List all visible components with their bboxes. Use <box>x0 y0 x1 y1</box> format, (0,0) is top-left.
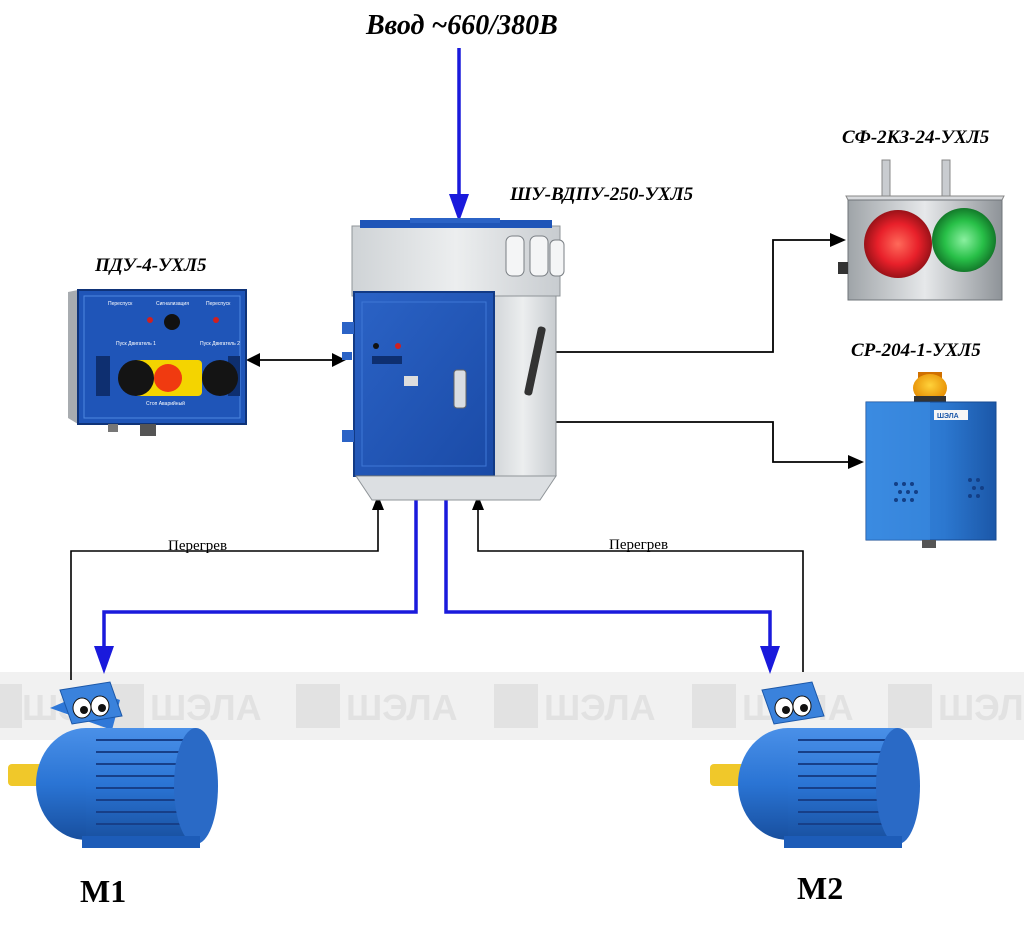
main-cabinet <box>342 218 565 501</box>
watermark-text: ШЭЛА <box>150 687 262 728</box>
siren-brand: ШЭЛА <box>937 413 959 420</box>
arrow-down-icon <box>449 194 469 222</box>
pdu-label: Переспуск <box>108 301 133 307</box>
arrow-right-icon <box>830 233 846 247</box>
start-knob-2 <box>202 360 238 396</box>
arrow-down-icon <box>760 646 780 674</box>
motor-2 <box>710 681 920 848</box>
control-panel-device: Переспуск Сигнализация Переспуск Пуск Дв… <box>68 289 247 436</box>
siren-line <box>555 421 864 469</box>
pdu-label: Стоп Аварийный <box>146 400 185 407</box>
siren-label: СР-204-1-УХЛ5 <box>851 340 981 361</box>
watermark-text: ШЭЛА <box>938 687 1024 728</box>
double-arrow-icon <box>246 353 260 367</box>
main-cabinet-label: ШУ-ВДПУ-250-УХЛ5 <box>510 184 694 205</box>
motor1-label: М1 <box>80 873 127 909</box>
red-lamp <box>864 210 932 278</box>
signal-light-device <box>838 159 1005 301</box>
overheat-line-motor1 <box>70 495 384 680</box>
arrow-right-icon <box>848 455 864 469</box>
overheat-label-motor1: Перегрев <box>168 538 228 554</box>
beacon-lamp <box>913 374 947 402</box>
start-knob-1 <box>118 360 154 396</box>
motor2-label: М2 <box>797 870 844 906</box>
overheat-line-motor2 <box>472 495 804 672</box>
pdu-label: Пуск Двигатель 1 <box>116 341 156 347</box>
power-line-motor2 <box>444 492 780 674</box>
signal-light-line <box>555 233 846 353</box>
pdu-label: Пуск Двигатель 2 <box>200 341 240 347</box>
power-input-line <box>449 48 469 222</box>
cable-glands <box>505 235 565 277</box>
motor-1 <box>8 681 218 848</box>
watermark-text: ШЭЛА <box>346 687 458 728</box>
watermark-text: ШЭЛА <box>544 687 656 728</box>
signal-light-label: СФ-2КЗ-24-УХЛ5 <box>842 127 990 148</box>
control-panel-label: ПДУ-4-УХЛ5 <box>95 255 207 276</box>
green-lamp <box>932 208 996 272</box>
control-link-line <box>246 353 346 367</box>
power-input-label: Ввод ~660/380В <box>366 10 558 41</box>
siren-device: ШЭЛА <box>865 372 997 548</box>
pdu-label: Переспуск <box>206 301 231 307</box>
overheat-label-motor2: Перегрев <box>609 537 669 553</box>
pdu-label: Сигнализация <box>156 301 189 307</box>
power-line-motor1 <box>94 492 418 674</box>
stop-button <box>154 364 182 392</box>
arrow-up-icon <box>372 495 384 510</box>
arrow-up-icon <box>472 495 484 510</box>
arrow-down-icon <box>94 646 114 674</box>
